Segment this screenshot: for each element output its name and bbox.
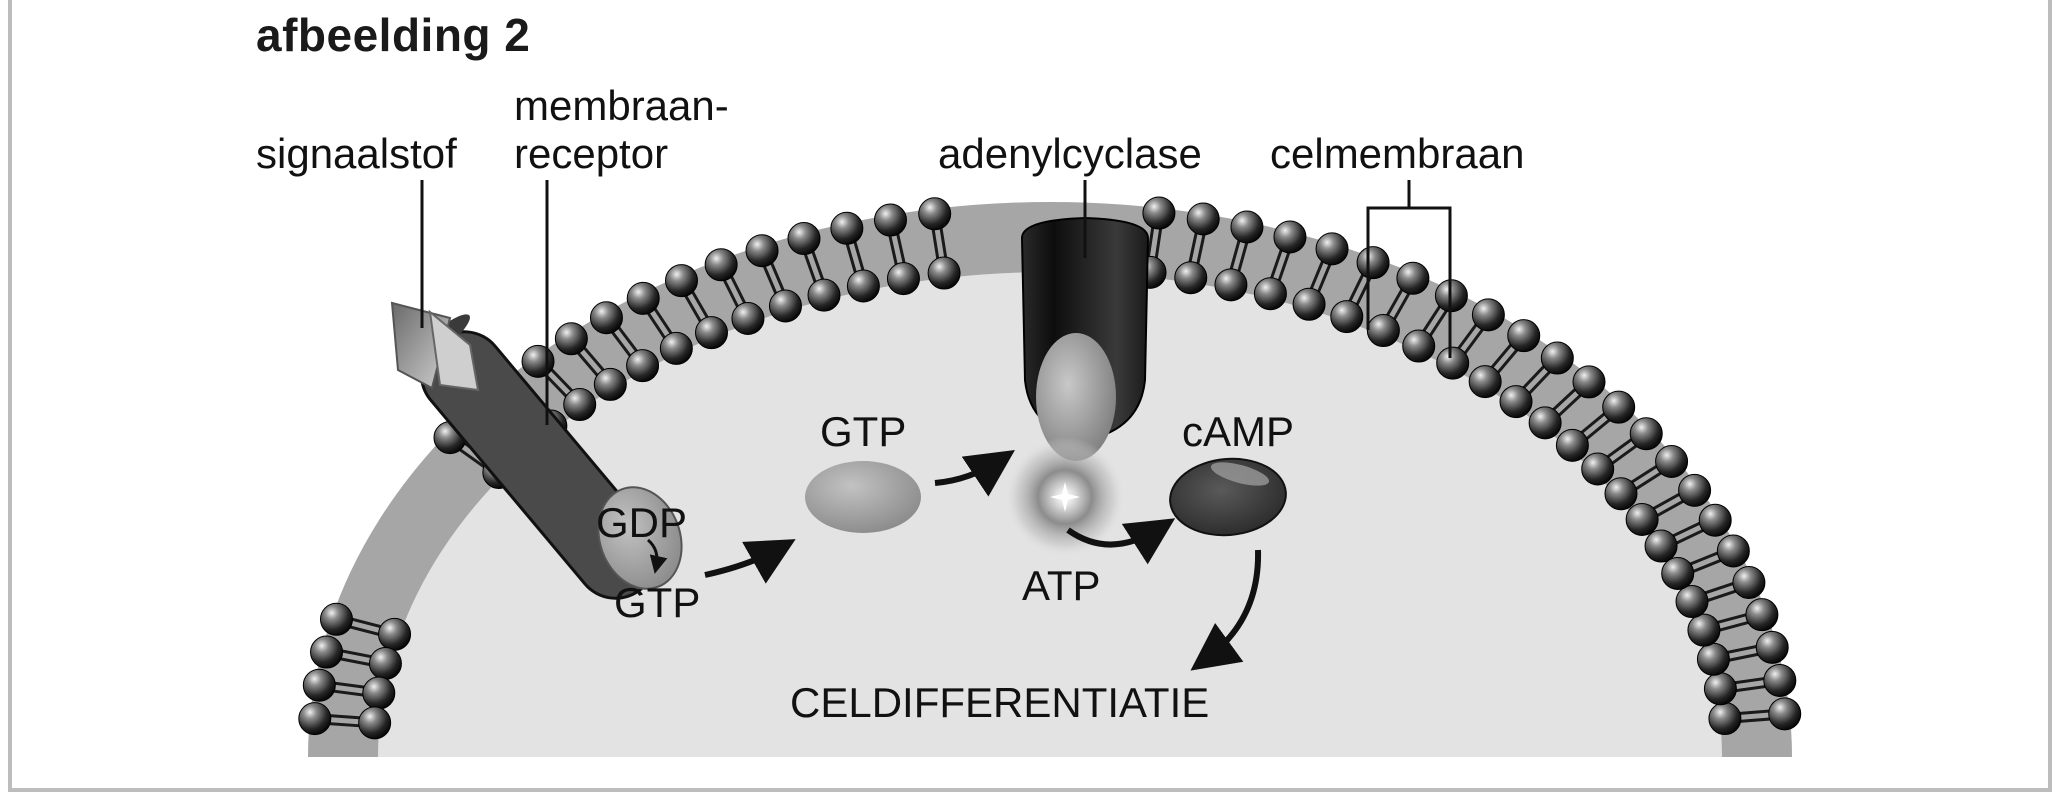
phospholipid (626, 281, 693, 365)
phospholipid (918, 197, 961, 290)
phospholipid (1468, 319, 1541, 399)
phospholipid (665, 264, 728, 350)
phospholipid (830, 211, 880, 303)
phospholipid (1687, 598, 1779, 647)
phospholipid (1253, 220, 1307, 311)
phospholipid (310, 635, 402, 681)
phospholipid (1366, 261, 1430, 348)
label-camp: cAMP (1182, 408, 1294, 455)
label-gdp: GDP (596, 499, 687, 546)
arrow-gtp-to-adenylcyclase (934, 450, 1015, 497)
phospholipid (1661, 534, 1750, 590)
frame-border (8, 0, 2052, 792)
phospholipid (1581, 417, 1663, 486)
label-adenylcyclase: adenylcyclase (938, 130, 1202, 177)
phospholipid (1555, 390, 1636, 462)
label-signaalstof: signaalstof (256, 130, 457, 177)
label-gtp-receptor: GTP (614, 579, 700, 626)
phospholipid (298, 702, 392, 740)
gtp-molecule (805, 461, 921, 533)
reaction-arrows (646, 450, 1262, 671)
leader-lines (420, 180, 1452, 425)
phospholipid (745, 234, 802, 323)
atp-reaction-site (1005, 437, 1125, 557)
label-atp: ATP (1022, 562, 1101, 609)
arrow-camp-to-celdifferentiatie (1190, 549, 1262, 671)
signal-molecule (390, 301, 480, 392)
phospholipid (1696, 630, 1789, 676)
phospholipid (787, 222, 841, 312)
figure-title: afbeelding 2 (256, 9, 531, 61)
label-celmembraan: celmembraan (1270, 130, 1524, 177)
phospholipid (1675, 565, 1766, 619)
label-membraanreceptor-line2: receptor (514, 130, 668, 177)
phospholipid (704, 248, 765, 335)
phospholipid (1292, 232, 1349, 321)
label-membraanreceptor-line1: membraan- (514, 82, 729, 129)
camp-molecule (1169, 457, 1287, 537)
label-celdifferentiatie: CELDIFFERENTIATIE (790, 679, 1209, 726)
arrow-atp-to-camp (1066, 518, 1176, 565)
phospholipid (1174, 202, 1220, 295)
phospholipid (1214, 210, 1264, 302)
phospholipid (1499, 341, 1574, 419)
phospholipid (302, 668, 396, 710)
phospholipid (1604, 444, 1689, 511)
phospholipid (1436, 298, 1505, 380)
phospholipid (1528, 365, 1606, 440)
phospholipid (1644, 503, 1732, 563)
arrow-receptor-to-gtp (704, 539, 796, 584)
phospholipid (1625, 473, 1712, 536)
phospholipid (1708, 697, 1802, 736)
phospholipid (554, 322, 627, 401)
label-gtp-free: GTP (820, 408, 906, 455)
phospholipid (1330, 246, 1390, 334)
phospholipid (319, 602, 412, 651)
arrow-gdp-to-gtp (646, 538, 668, 574)
phospholipid (873, 203, 920, 296)
adenylcyclase-enzyme (1020, 216, 1150, 461)
phospholipid (589, 301, 660, 383)
